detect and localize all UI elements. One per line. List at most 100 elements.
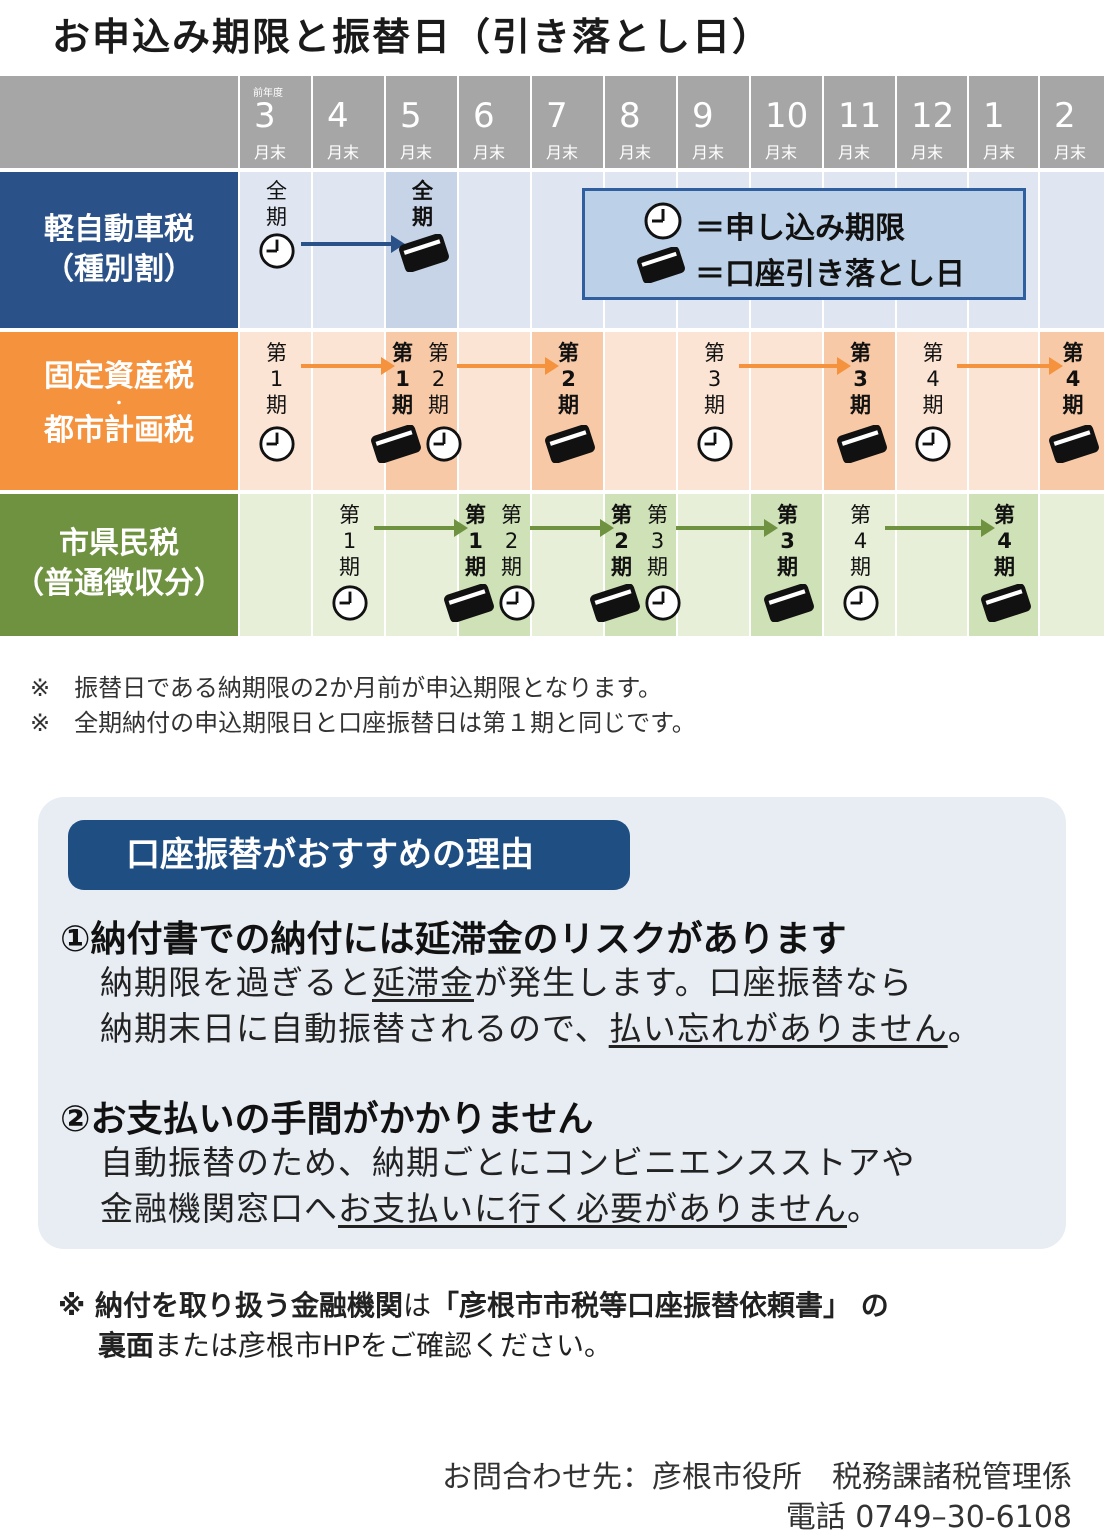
r1-text-a: 納期限を過ぎると xyxy=(100,963,372,1002)
kei-label-2: （種別割） xyxy=(44,252,194,287)
clock-icon xyxy=(331,584,368,621)
period-label: 全期 xyxy=(412,179,433,229)
r2-text-b: 。 xyxy=(847,1189,882,1228)
month-number: 9 xyxy=(692,96,714,136)
row-label-kotei: 固定資産税 ・ 都市計画税 xyxy=(0,332,238,490)
schedule-cell-kei xyxy=(1040,172,1106,328)
footnote-mark: ※ xyxy=(58,1289,95,1322)
r1-text-b: が発生します。口座振替なら xyxy=(474,963,913,1002)
month-number: 2 xyxy=(1054,96,1076,136)
r1-emph-b: 払い忘れがありません xyxy=(608,1009,948,1048)
bank-card-icon xyxy=(398,233,449,273)
month-end-label: 月末 xyxy=(619,143,652,162)
bank-card-icon xyxy=(637,247,685,283)
reason-1-heading: ①納付書での納付には延滞金のリスクがあります xyxy=(60,919,847,960)
schedule-cell-shi xyxy=(240,494,313,636)
arrow-icon xyxy=(373,519,468,537)
schedule-cell-kotei xyxy=(897,332,969,490)
contact-phone: 電話 0749–30-6108 xyxy=(785,1500,1072,1535)
month-end-label: 月末 xyxy=(254,143,287,162)
bank-card-icon xyxy=(544,424,595,464)
schedule-cell-kotei xyxy=(459,332,532,490)
schedule-cell-shi xyxy=(1040,494,1106,636)
month-header-cell: 8 月末 xyxy=(605,76,678,168)
row-label-shi: 市県民税 （普通徴収分） xyxy=(0,494,238,636)
arrow-icon xyxy=(675,519,778,537)
schedule-cell-shi xyxy=(897,494,969,636)
footnote-text-2: または彦根市HPをご確認ください。 xyxy=(154,1329,612,1362)
note-2: ※ 全期納付の申込期限日と口座振替日は第１期と同じです。 xyxy=(30,709,696,737)
footnote-line-2: 裏面または彦根市HPをご確認ください。 xyxy=(98,1324,612,1364)
footnote-text-1: は xyxy=(402,1289,431,1322)
bank-card-icon xyxy=(763,583,814,623)
month-end-label: 月末 xyxy=(546,143,579,162)
month-header-cell: 9 月末 xyxy=(678,76,751,168)
shi-label-2: （普通徴収分） xyxy=(14,566,224,601)
bank-card-icon xyxy=(370,424,421,464)
r1-text-d: 。 xyxy=(947,1009,982,1048)
footnote-line-1: ※ 納付を取り扱う金融機関は「彦根市市税等口座振替依頼書」 の xyxy=(58,1284,889,1324)
month-number: 8 xyxy=(619,96,641,136)
page-title: お申込み期限と振替日（引き落とし日） xyxy=(52,15,773,59)
schedule-cell-shi xyxy=(313,494,386,636)
schedule-cell-shi xyxy=(678,494,751,636)
month-number: 10 xyxy=(765,96,809,136)
previous-year-label: 前年度 xyxy=(253,88,283,99)
month-number: 7 xyxy=(546,96,568,136)
arrow-icon xyxy=(529,519,614,537)
reason-1-line-1: 納期限を過ぎると延滞金が発生します。口座振替なら xyxy=(100,956,913,1004)
month-end-label: 月末 xyxy=(1054,143,1087,162)
arrow-icon xyxy=(456,357,559,375)
clock-icon xyxy=(914,425,951,462)
month-number: 4 xyxy=(327,96,349,136)
schedule-cell-kotei xyxy=(678,332,751,490)
month-number: 11 xyxy=(838,96,882,136)
schedule-cell-kei xyxy=(459,172,532,328)
month-end-label: 月末 xyxy=(400,143,433,162)
period-label: 全期 xyxy=(266,179,287,229)
r2-emph: お支払いに行く必要がありません xyxy=(338,1189,848,1228)
arrow-icon xyxy=(300,357,395,375)
month-number: 5 xyxy=(400,96,422,136)
schedule-cell-kotei xyxy=(240,332,313,490)
bank-card-icon xyxy=(589,583,640,623)
month-number: 1 xyxy=(983,96,1005,136)
month-end-label: 月末 xyxy=(983,143,1016,162)
row-label-kei: 軽自動車税 （種別割） xyxy=(0,172,238,328)
schedule-cell-kotei xyxy=(386,332,459,490)
footnote-bold-2: 「彦根市市税等口座振替依頼書」 の xyxy=(431,1289,889,1322)
arrow-icon xyxy=(884,519,995,537)
legend-debit-text: ＝口座引き落とし日 xyxy=(695,257,965,292)
schedule-cell-kotei xyxy=(751,332,824,490)
schedule-cell-kotei xyxy=(605,332,678,490)
legend-box: ＝申し込み期限 ＝口座引き落とし日 xyxy=(582,188,1026,300)
bank-card-icon xyxy=(980,583,1031,623)
schedule-cell-shi xyxy=(386,494,459,636)
month-number: 6 xyxy=(473,96,495,136)
month-header-cell: 1 月末 xyxy=(969,76,1040,168)
month-end-label: 月末 xyxy=(911,143,944,162)
clock-icon xyxy=(258,232,295,269)
month-end-label: 月末 xyxy=(692,143,725,162)
shi-label-1: 市県民税 xyxy=(59,526,179,561)
schedule-cell-kotei xyxy=(313,332,386,490)
arrow-icon xyxy=(300,235,405,253)
footnote-bold-3: 裏面 xyxy=(98,1329,155,1362)
month-header-cell: 2 月末 xyxy=(1040,76,1106,168)
contact-line-1: お問合わせ先：彦根市役所 税務課諸税管理係 xyxy=(442,1460,1072,1495)
header-corner xyxy=(0,76,240,168)
kotei-label-2: 都市計画税 xyxy=(44,413,194,448)
